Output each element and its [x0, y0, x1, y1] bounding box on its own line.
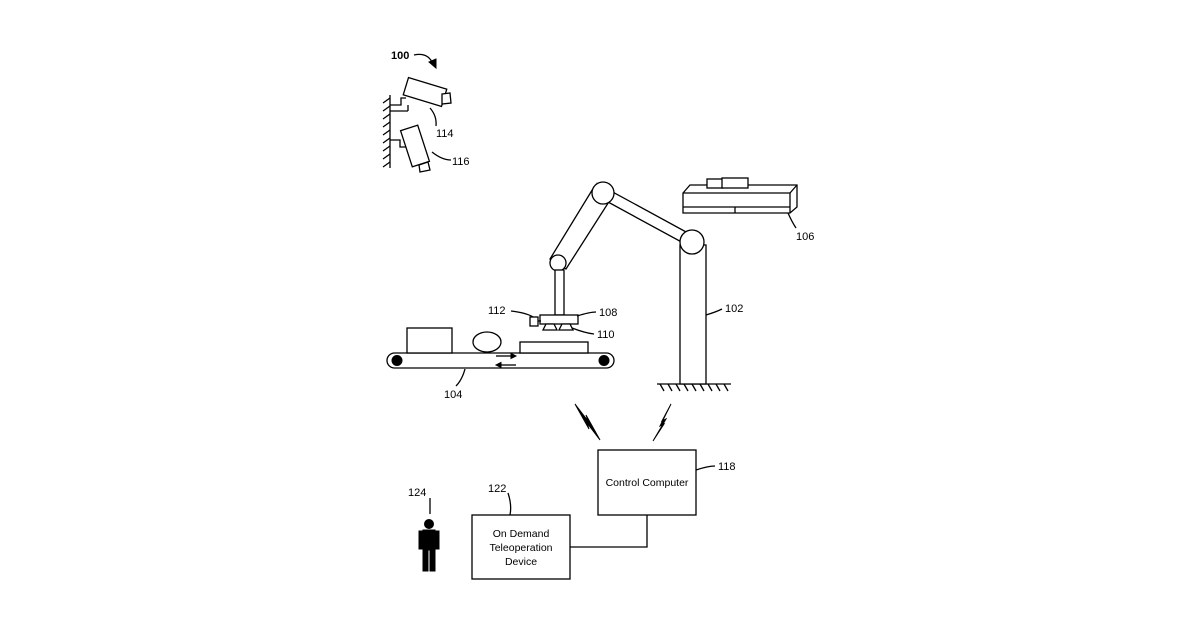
- robot-shoulder-joint: [680, 230, 704, 254]
- leader-112: [511, 311, 533, 317]
- label-102: 102: [725, 303, 743, 315]
- teleoperation-label-line1: On Demand: [493, 528, 550, 540]
- camera-upper: [390, 78, 451, 111]
- wall-hatching: [383, 98, 390, 167]
- leader-110: [572, 328, 594, 334]
- camera-lower-body: [401, 125, 430, 167]
- system-reference: 100: [391, 50, 436, 68]
- label-108: 108: [599, 307, 617, 319]
- robot-base-hatching: [660, 384, 728, 391]
- operator-arm-right: [436, 531, 439, 549]
- teleoperation-label-line3: Device: [505, 556, 537, 568]
- leader-116: [432, 152, 451, 160]
- leader-104: [456, 369, 465, 386]
- camera-lower: [390, 125, 430, 172]
- label-110: 110: [597, 329, 615, 341]
- operator-head: [425, 520, 434, 529]
- operator-torso: [423, 530, 435, 550]
- wall-mount: 114 116: [383, 78, 470, 172]
- conveyor-box-item: [407, 328, 452, 353]
- robot-elbow-joint: [592, 182, 614, 204]
- system-arrowhead: [429, 59, 436, 68]
- computer-teleop-connection: [570, 515, 647, 547]
- camera-upper-body: [403, 78, 447, 107]
- control-computer: Control Computer 118: [598, 450, 736, 515]
- label-104: 104: [444, 389, 462, 401]
- conveyor-flat-item: [520, 342, 588, 353]
- label-124: 124: [408, 487, 426, 499]
- operator-leg-right: [430, 550, 435, 571]
- camera-upper-lens: [442, 93, 451, 104]
- conveyor-roller-left: [392, 356, 402, 366]
- human-operator: 124: [408, 487, 439, 571]
- leader-106: [788, 213, 796, 228]
- label-100: 100: [391, 50, 409, 62]
- leader-118: [696, 466, 715, 470]
- label-112: 112: [488, 305, 506, 317]
- robot-pillar: [680, 245, 706, 384]
- label-118: 118: [718, 461, 736, 473]
- leader-114: [430, 108, 436, 126]
- leader-102: [706, 309, 722, 315]
- teleoperation-label-line2: Teleoperation: [489, 542, 552, 554]
- shelf-item-1: [707, 179, 723, 188]
- leader-108: [577, 312, 596, 316]
- shelf-outline: [683, 185, 797, 213]
- shelf-item-2: [722, 178, 748, 188]
- operator-arm-left: [419, 531, 422, 549]
- conveyor: 104: [387, 328, 614, 401]
- conveyor-roller-right: [599, 356, 609, 366]
- wireless-links: [575, 404, 671, 441]
- shelf: 106: [683, 178, 814, 243]
- wireless-bolt-robot: [653, 404, 671, 441]
- teleoperation-device: On Demand Teleoperation Device 122: [472, 483, 570, 579]
- robot-wrist-rod: [555, 270, 564, 315]
- end-effector-body: [540, 315, 578, 324]
- operator-leg-left: [423, 550, 428, 571]
- camera-upper-bracket: [390, 98, 406, 105]
- label-106: 106: [796, 231, 814, 243]
- label-122: 122: [488, 483, 506, 495]
- control-computer-label: Control Computer: [606, 477, 689, 489]
- gripper-camera: [530, 317, 538, 326]
- label-114: 114: [436, 128, 454, 140]
- leader-122: [508, 493, 511, 515]
- end-effector: 108 110 112: [488, 305, 617, 341]
- conveyor-round-item: [473, 332, 501, 352]
- suction-cup-right: [559, 324, 573, 330]
- label-116: 116: [452, 156, 470, 168]
- robot-wrist-joint: [550, 255, 566, 271]
- wireless-bolt-conveyor: [575, 404, 600, 440]
- suction-cup-left: [543, 324, 557, 330]
